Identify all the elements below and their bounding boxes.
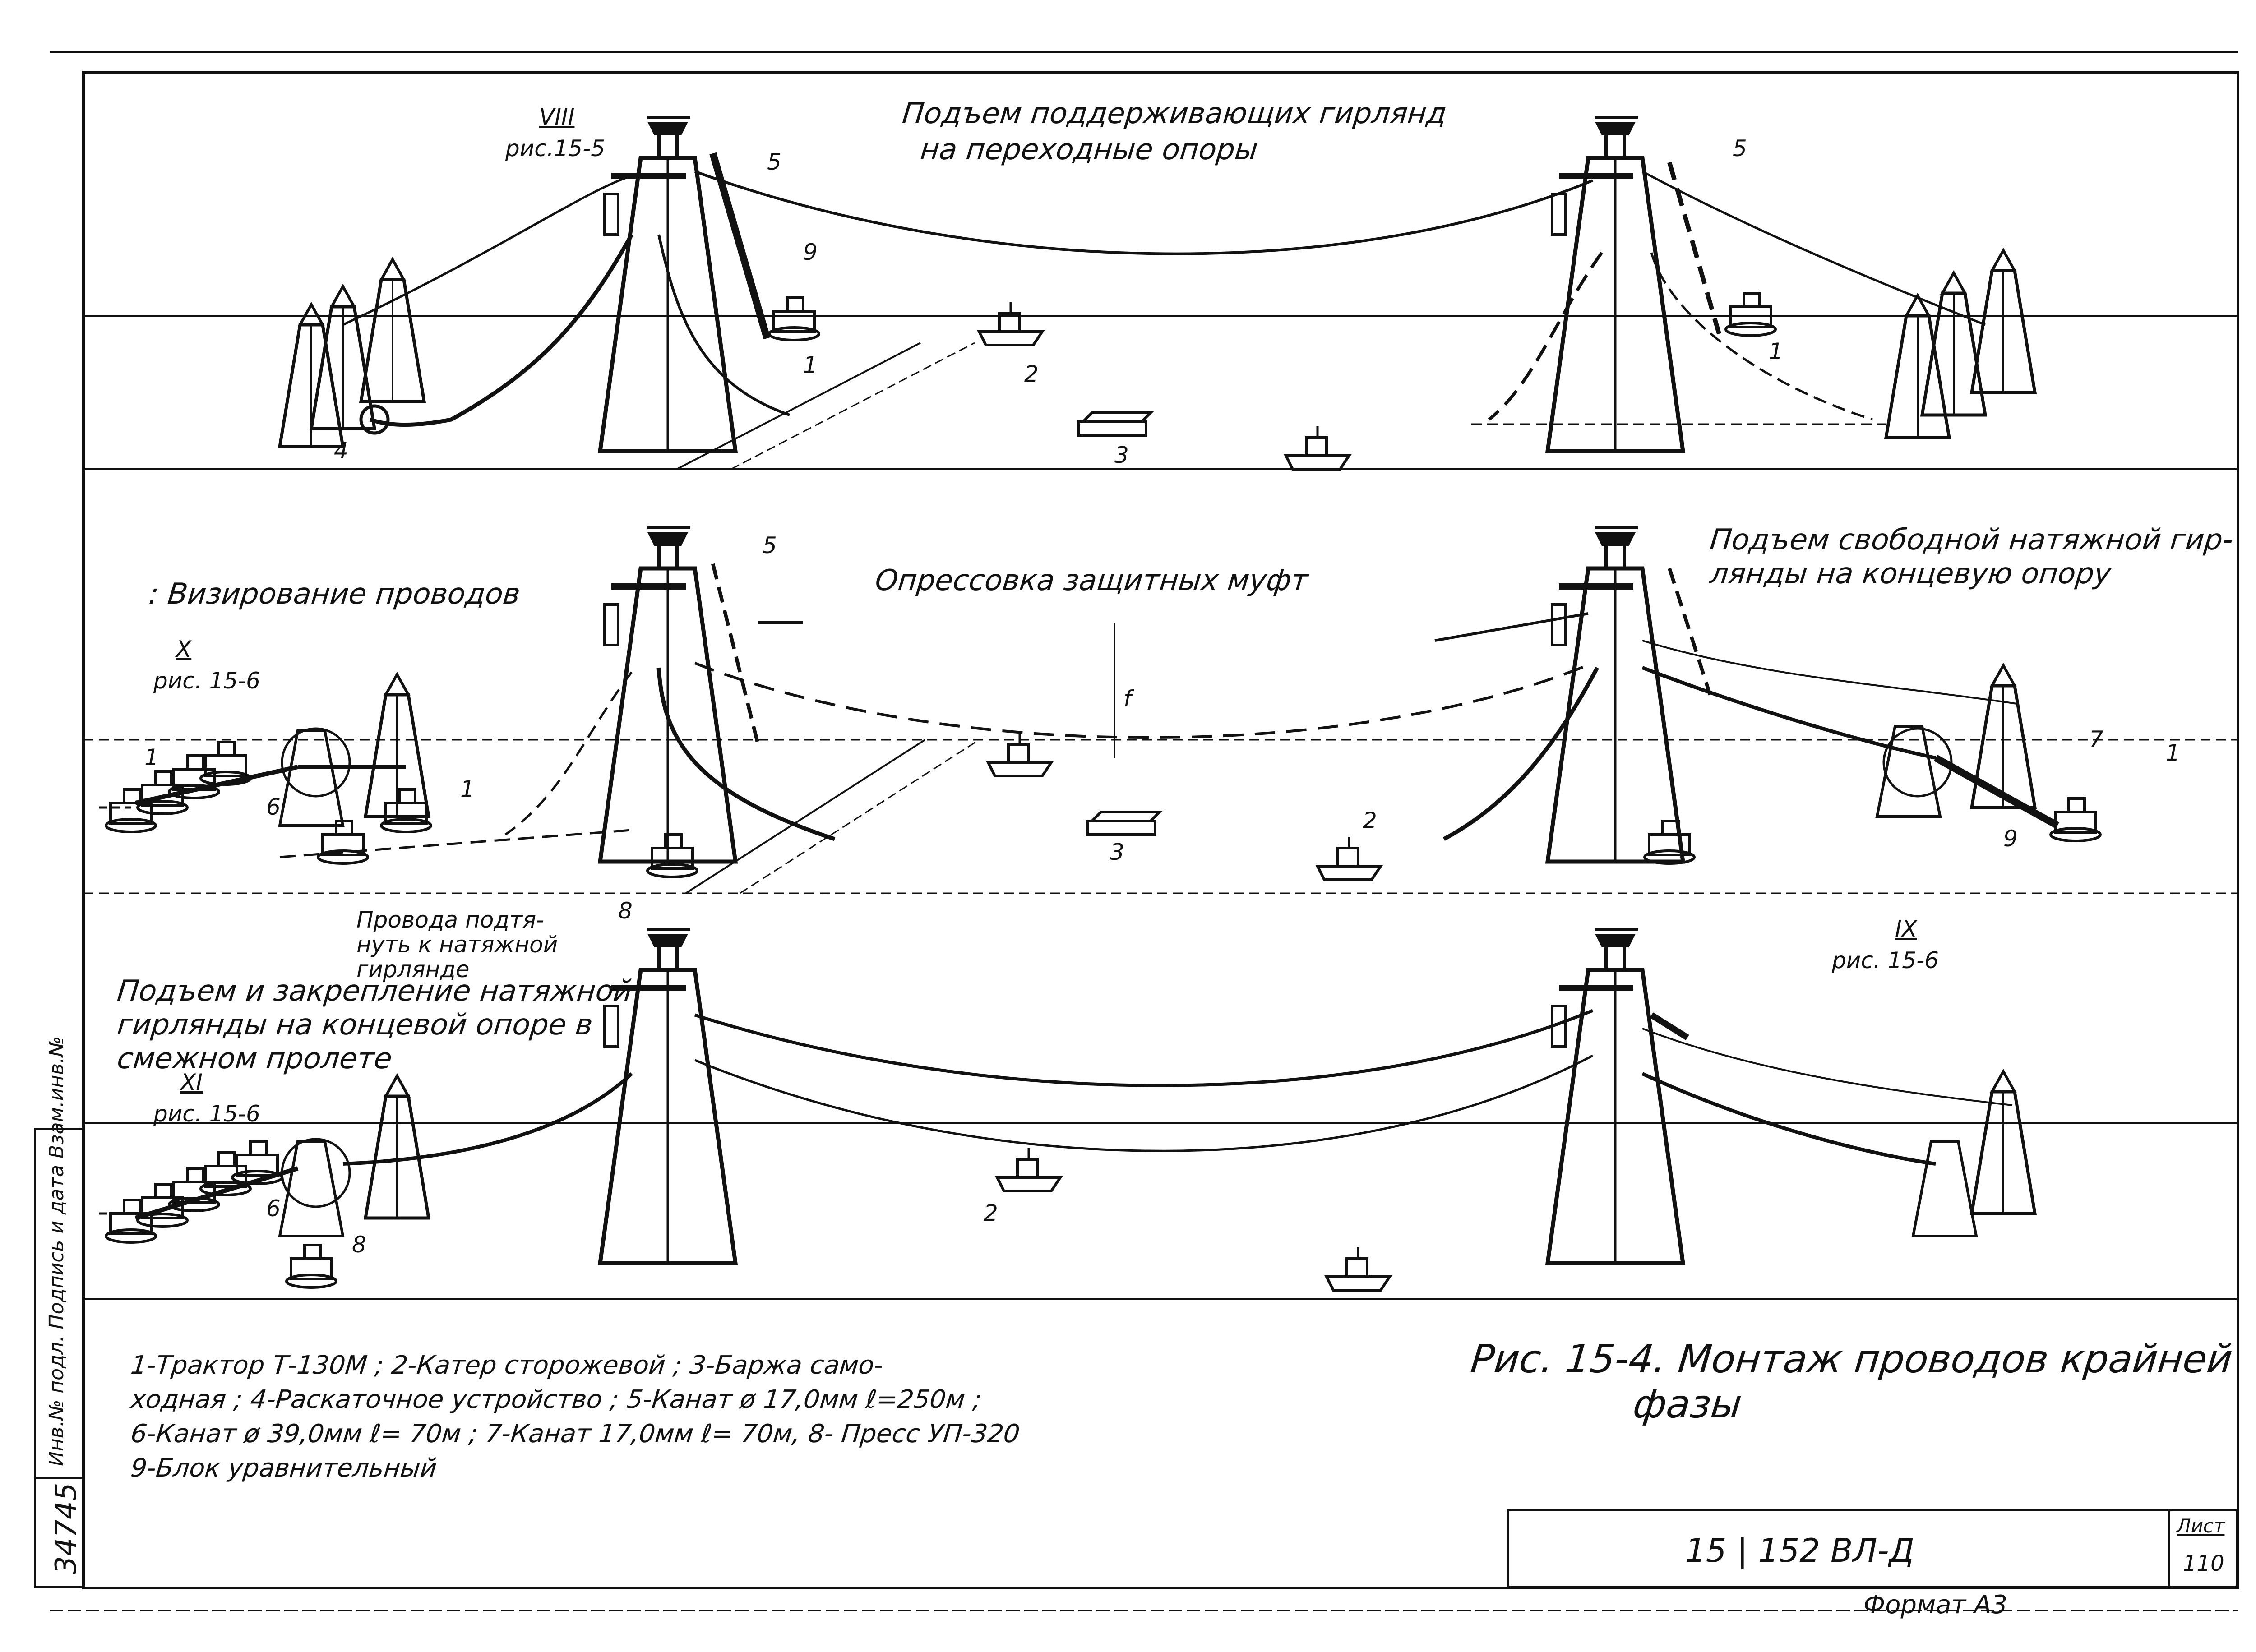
number-1-top-left: 1: [803, 352, 818, 378]
panel-top-scene: [280, 117, 2035, 469]
number-9-top: 9: [803, 239, 818, 265]
number-1-top-right: 1: [1769, 338, 1783, 365]
top-title-line1: Подъем поддерживающих гирлянд: [901, 97, 1448, 130]
number-8-middle: 8: [618, 898, 633, 924]
format-label: Формат А3: [1863, 1590, 2007, 1620]
sheet-number: 110: [2183, 1551, 2224, 1576]
callout-x-ref: рис. 15-6: [153, 668, 260, 694]
side-strip: [34, 1128, 83, 1588]
middle-right-title-line2: лянды на концевую опору: [1708, 557, 2113, 591]
pull-note-line1: Провода подтя-: [356, 907, 545, 933]
callout-ix: IX: [1895, 916, 1917, 942]
number-5-top-left: 5: [767, 149, 781, 175]
bottom-title-line2: гирлянды на концевой опоре в: [116, 1008, 595, 1042]
number-2-middle: 2: [1363, 808, 1377, 834]
pull-note-line3: гирлянде: [356, 956, 470, 983]
panel-bottom-scene: [99, 929, 2035, 1290]
pull-note-line2: нуть к натяжной: [356, 932, 558, 958]
figure-caption-line2: фазы: [1631, 1382, 1744, 1427]
number-2-bottom: 2: [984, 1200, 998, 1226]
panel-middle-scene: [99, 528, 2100, 894]
sheet-cell: Лист 110: [2168, 1511, 2236, 1586]
legend-line4: 9-Блок уравнительный: [129, 1454, 439, 1483]
legend-line3: 6-Канат ø 39,0мм ℓ= 70м ; 7-Канат 17,0мм…: [129, 1419, 1022, 1449]
callout-xi-ref: рис. 15-6: [153, 1101, 260, 1127]
callout-viii: VIII: [539, 104, 575, 130]
number-5-middle: 5: [763, 532, 777, 558]
drawing-code: 15 | 152 ВЛ-Д: [1685, 1532, 1914, 1569]
number-1-middle-left: 1: [144, 744, 159, 771]
middle-left-title: : Визирование проводов: [147, 577, 522, 611]
middle-right-title-line1: Подъем свободной натяжной гир-: [1708, 523, 2235, 557]
number-2-top: 2: [1024, 361, 1039, 387]
number-9-middle: 9: [2003, 826, 2018, 852]
number-5-top-right: 5: [1733, 135, 1747, 162]
number-6-bottom: 6: [266, 1195, 281, 1222]
callout-xi: XI: [180, 1069, 203, 1095]
legend-line1: 1-Трактор Т-130М ; 2-Катер сторожевой ; …: [129, 1351, 885, 1380]
bottom-title-line3: смежном пролете: [116, 1042, 394, 1075]
number-6-middle: 6: [266, 794, 281, 820]
side-strip-divider: [36, 1477, 82, 1479]
callout-ix-ref: рис. 15-6: [1832, 947, 1939, 974]
number-3-top: 3: [1114, 442, 1129, 468]
number-1-middle-right: 1: [2166, 740, 2180, 766]
middle-center-title: Опрессовка защитных муфт: [874, 564, 1310, 597]
callout-x: X: [176, 636, 192, 662]
side-strip-labels: Инв.№ подл. Подпись и дата Взам.инв.№: [45, 1036, 68, 1466]
title-block: 15 | 152 ВЛ-Д Лист 110: [1507, 1509, 2238, 1588]
number-3-middle: 3: [1110, 839, 1124, 865]
number-7-middle: 7: [2089, 726, 2103, 752]
number-1-middle-center: 1: [460, 776, 475, 802]
number-4-top: 4: [334, 438, 348, 464]
callout-viii-ref: рис.15-5: [505, 135, 606, 162]
number-8-bottom: 8: [352, 1232, 366, 1258]
figure-caption-line1: Рис. 15-4. Монтаж проводов крайней: [1468, 1337, 2235, 1382]
top-title-line2: на переходные опоры: [919, 133, 1260, 166]
sheet-label: Лист: [2177, 1515, 2225, 1537]
legend-line2: ходная ; 4-Раскаточное устройство ; 5-Ка…: [129, 1385, 983, 1414]
inventory-number: 34745: [50, 1482, 83, 1574]
sag-label: f: [1123, 686, 1132, 712]
